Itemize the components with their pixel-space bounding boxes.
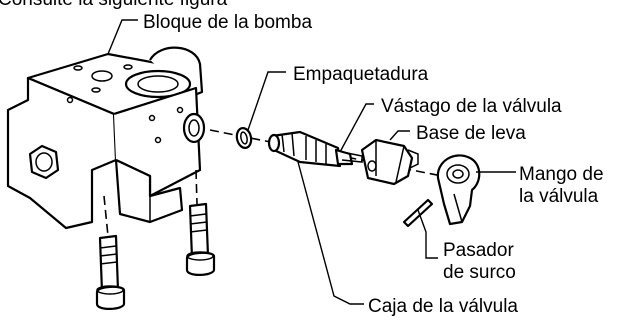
valve-stem-part	[341, 151, 363, 163]
label-valve-stem: Vástago de la válvula	[381, 96, 562, 117]
label-cam-base: Base de leva	[416, 123, 526, 144]
leader-valve-stem	[339, 103, 374, 153]
label-valve-handle-line2: la válvula	[519, 186, 599, 207]
mounting-bolt-right	[185, 169, 216, 276]
label-pump-block: Bloque de la bomba	[143, 12, 312, 33]
leader-pump-block	[107, 19, 138, 55]
cam-base-part	[360, 138, 419, 186]
label-packing: Empaquetadura	[293, 64, 429, 85]
leader-cam-base	[389, 130, 410, 141]
leader-packing	[247, 71, 286, 131]
pump-block	[6, 46, 206, 230]
label-valve-housing: Caja de la válvula	[368, 296, 518, 317]
label-valve-handle-line1: Mango de	[519, 164, 604, 185]
groove-pin-part	[402, 198, 434, 228]
valve-housing-part	[267, 130, 354, 168]
label-groove-pin-line1: Pasador	[443, 240, 514, 261]
leader-groove-pin	[417, 209, 438, 259]
top-partial-caption: Consulte la siguiente figura	[0, 0, 228, 10]
valve-handle-part	[436, 154, 481, 226]
label-groove-pin-line2: de surco	[443, 262, 516, 283]
mounting-bolt-left	[95, 195, 126, 310]
packing-ring	[235, 127, 253, 149]
leader-valve-housing	[297, 161, 364, 305]
